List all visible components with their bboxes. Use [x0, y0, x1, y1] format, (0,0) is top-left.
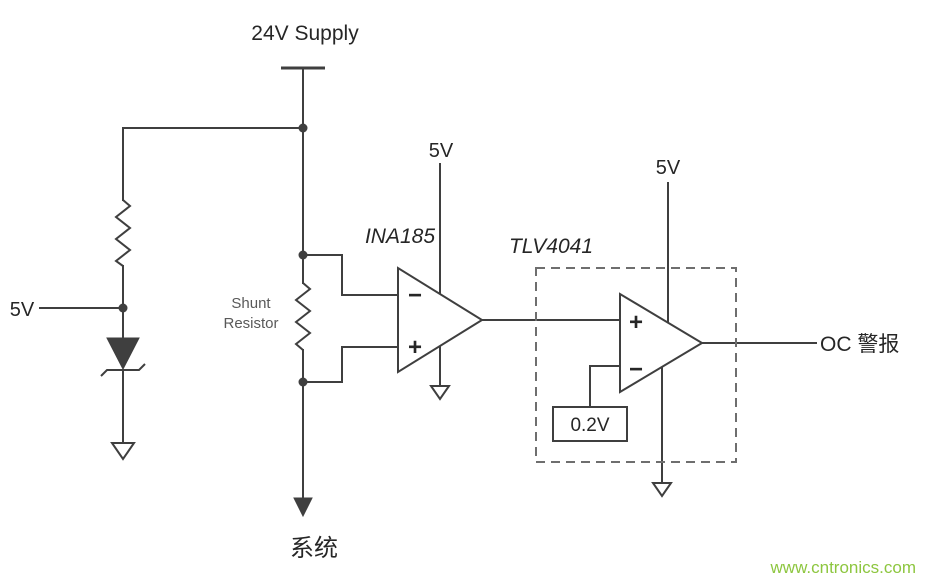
ground-symbol-ina — [429, 385, 451, 401]
bias-branch-wire — [122, 127, 304, 201]
ina-minus-input-sign: − — [408, 282, 422, 309]
ina185-opamp-triangle — [397, 266, 484, 374]
tlv4041-dashed-box — [535, 267, 737, 463]
junction-dot — [298, 250, 308, 260]
shunt-resistor — [294, 282, 312, 351]
left-rail-label: 5V — [10, 299, 35, 321]
ground-symbol-tlv — [651, 482, 673, 498]
tlv-minus-input-sign: − — [629, 356, 643, 383]
shunt-top-tap-wire — [302, 254, 399, 296]
junction-dot — [298, 377, 308, 387]
shunt-label-line2: Resistor — [223, 315, 278, 332]
oc-alert-label: OC 警报 — [820, 333, 899, 356]
tlv4041-comparator-triangle — [619, 292, 704, 394]
tlv-plus-input-sign: + — [629, 309, 643, 336]
supply-label: 24V Supply — [251, 22, 359, 45]
bias-resistor — [114, 199, 132, 267]
reference-voltage-box — [552, 406, 628, 442]
ina-plus-input-sign: + — [408, 334, 422, 361]
wires — [39, 66, 817, 501]
shunt-label-line1: Shunt — [231, 295, 271, 312]
ina185-label: INA185 — [365, 225, 435, 248]
tlv4041-label: TLV4041 — [509, 235, 593, 258]
ground-symbol-left — [110, 442, 136, 461]
watermark-text: www.cntronics.com — [770, 558, 916, 577]
junction-dot — [118, 303, 128, 313]
junction-dot — [298, 123, 308, 133]
system-label: 系统 — [290, 535, 338, 562]
reference-voltage-label: 0.2V — [570, 415, 609, 436]
zener-cathode-bar — [100, 363, 146, 377]
system-arrow — [293, 497, 313, 518]
ina-supply-label: 5V — [429, 140, 454, 162]
reference-wire — [589, 365, 621, 408]
tlv-supply-label: 5V — [656, 157, 681, 179]
zener-diode — [106, 337, 140, 371]
shunt-bottom-tap-wire — [302, 346, 399, 383]
